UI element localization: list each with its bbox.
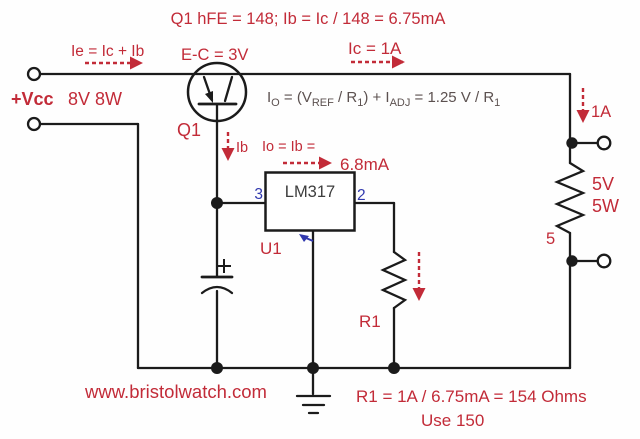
pin1-pointer-icon: [299, 234, 309, 242]
ec-voltage-label: E-C = 3V: [181, 46, 248, 64]
collector-current-label: Ic = 1A: [348, 39, 402, 58]
transistor-body: [186, 61, 248, 123]
output-current-label: 1A: [591, 103, 611, 121]
transistor-pnp-arrow-icon: [205, 91, 213, 103]
regulator-pin3-label: 3: [254, 186, 263, 203]
regulator-part-label: LM317: [285, 183, 335, 201]
supply-rating-label: 8V 8W: [68, 89, 122, 109]
r1-resistor: [380, 250, 408, 310]
io-value-label: 6.8mA: [340, 155, 390, 174]
base-current-label: Ib: [236, 140, 248, 156]
vcc-label: +Vcc: [11, 89, 54, 109]
load-ohms-label: 5: [546, 230, 555, 248]
emitter-current-label: Ie = Ic + Ib: [71, 43, 144, 60]
junction-dot: [566, 137, 578, 149]
io-formula-label: IO = (VREF / R1) + IADJ = 1.25 V / R1: [267, 89, 500, 109]
input-terminal-minus: [26, 116, 42, 132]
r1-calculation-label: R1 = 1A / 6.75mA = 154 Ohms: [356, 387, 587, 406]
output-terminal-minus: [596, 253, 612, 269]
transistor-designator: Q1: [177, 120, 201, 140]
junction-dot: [566, 255, 578, 267]
website-link[interactable]: www.bristolwatch.com: [84, 381, 267, 402]
input-terminal-plus: [26, 66, 42, 82]
output-terminal-plus: [596, 135, 612, 151]
junction-dot: [388, 362, 400, 374]
junction-dot: [211, 197, 223, 209]
regulator-body: [264, 171, 356, 232]
load-voltage-label: 5V: [592, 174, 614, 194]
regulator-designator: U1: [260, 239, 282, 258]
use-value-label: Use 150: [421, 411, 484, 430]
io-equals-label: Io = Ib =: [262, 139, 315, 155]
junction-dot: [307, 362, 319, 374]
pin1-pointer-icon: [305, 237, 314, 242]
load-resistor: [554, 161, 586, 235]
top-formula-label: Q1 hFE = 148; Ib = Ic / 148 = 6.75mA: [171, 10, 446, 28]
junction-dot: [211, 362, 223, 374]
regulator-pin2-label: 2: [357, 187, 366, 204]
r1-designator: R1: [359, 312, 381, 331]
load-power-label: 5W: [592, 196, 619, 216]
capacitor-plate-bottom: [200, 285, 234, 295]
transistor-collector: [223, 75, 234, 103]
